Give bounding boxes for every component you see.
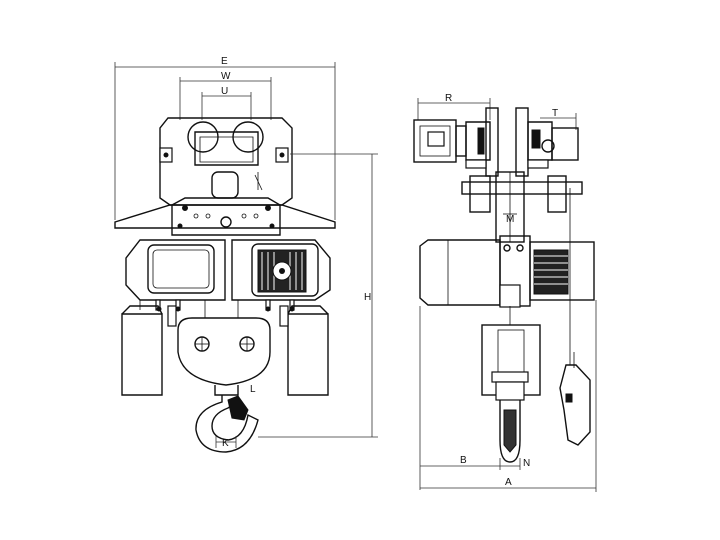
label-a: A: [505, 477, 512, 488]
side-crossbeam: M: [461, 171, 583, 243]
label-w: W: [221, 71, 231, 82]
label-l: L: [250, 384, 256, 395]
dimension-w: W: [179, 71, 272, 120]
label-h: H: [364, 292, 371, 303]
hook: L K: [195, 384, 259, 453]
motor-fan-grille: [257, 249, 307, 293]
bottom-block: [177, 300, 271, 386]
label-b: B: [460, 455, 467, 466]
pendant-control: [559, 188, 591, 446]
label-m: M: [506, 214, 514, 225]
dimension-t: T: [540, 108, 577, 130]
right-motor: [231, 239, 331, 312]
label-e: E: [221, 56, 228, 67]
side-trolley-motor-left: [413, 107, 499, 177]
label-r: R: [445, 93, 452, 104]
dimension-r: R: [417, 93, 491, 120]
girder-beam: [114, 197, 336, 236]
side-trolley-motor-right: [515, 107, 579, 177]
dimension-b-n: B N: [419, 306, 530, 490]
dimension-h: H: [258, 153, 378, 438]
label-u: U: [221, 86, 228, 97]
side-view: R T: [413, 93, 597, 492]
label-n: N: [523, 458, 530, 469]
dimension-u: U: [201, 86, 252, 120]
left-motor: [125, 239, 226, 312]
side-lower-block: [481, 306, 541, 463]
label-k: K: [222, 438, 229, 449]
dimension-a: A: [420, 300, 597, 492]
chain-buckets: [121, 305, 329, 396]
label-t: T: [552, 108, 558, 119]
side-hoist-body: [419, 235, 595, 308]
trolley-frame: [159, 117, 293, 206]
side-motor-fins: [533, 249, 569, 295]
front-view: E W U: [114, 56, 378, 453]
dimension-e: E: [114, 56, 336, 220]
